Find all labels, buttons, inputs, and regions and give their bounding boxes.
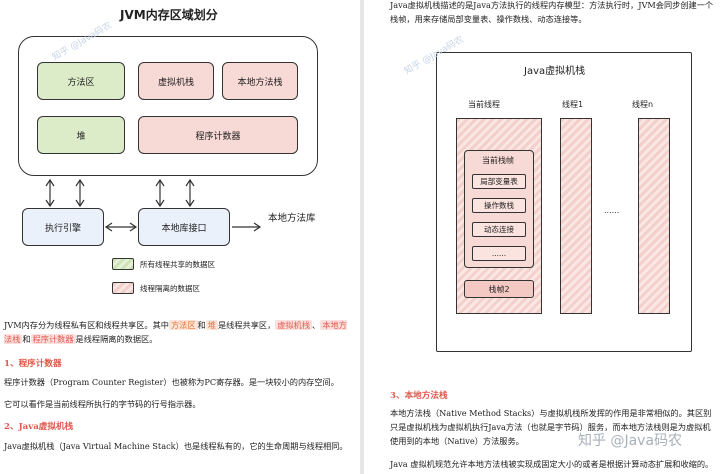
thread1-stack xyxy=(560,118,592,314)
heap-box: 堆 xyxy=(37,116,125,154)
threads-ellipsis: ...... xyxy=(604,206,620,215)
native-interface-box: 本地库接口 xyxy=(138,208,230,246)
section3-para2: Java 虚拟机规范允许本地方法栈被实现成固定大小的或者是根据计算动态扩展和收缩… xyxy=(390,459,714,469)
intro-paragraph: JVM内存分为线程私有区和线程共享区。其中方法区和堆是线程共享区，虚拟机栈、本地… xyxy=(4,320,347,344)
section2-para1: Java虚拟机栈（Java Virtual Machine Stack）也是线程… xyxy=(4,441,348,451)
jvm-diagram-title: JVM内存区域划分 xyxy=(120,8,218,22)
page-gutter xyxy=(360,0,364,474)
current-frame-label: 当前栈帧 xyxy=(482,156,514,165)
highlight-heap: 堆 xyxy=(205,320,218,330)
col-thread1-label: 线程1 xyxy=(562,100,584,109)
vm-stack-intro: Java虚拟机栈描述的是Java方法执行的线程内存模型：方法执行时，JVM会同步… xyxy=(390,0,714,24)
legend-shared-swatch xyxy=(112,258,134,270)
frame2-box: 栈帧2 xyxy=(464,280,534,298)
col-threadn-label: 线程n xyxy=(632,100,654,109)
highlight-method-area: 方法区 xyxy=(168,320,198,330)
legend-shared-label: 所有线程共享的数据区 xyxy=(140,260,215,269)
threadn-stack xyxy=(638,118,670,314)
operand-stack-box: 操作数栈 xyxy=(472,198,526,213)
diagram-arrows xyxy=(45,178,262,232)
native-stack-box: 本地方法栈 xyxy=(222,62,298,100)
native-library-label: 本地方法库 xyxy=(268,213,316,224)
dynamic-link-box: 动态连接 xyxy=(472,222,526,237)
local-vars-box: 局部变量表 xyxy=(472,174,526,189)
section1-para2: 它可以看作是当前线程所执行的字节码的行号指示器。 xyxy=(4,399,201,409)
section1-heading: 1、程序计数器 xyxy=(4,359,62,369)
vm-stack-box: 虚拟机栈 xyxy=(138,62,214,100)
highlight-vm-stack: 虚拟机栈 xyxy=(275,320,313,330)
right-page: Java虚拟机栈描述的是Java方法执行的线程内存模型：方法执行时，JVM会同步… xyxy=(364,0,720,474)
jvm-stack-diagram-title: Java虚拟机栈 xyxy=(524,66,586,77)
highlight-pc: 程序计数器 xyxy=(30,334,76,344)
execution-engine-box: 执行引擎 xyxy=(22,208,104,246)
frame-more-box: ...... xyxy=(472,246,526,261)
site-watermark: 知乎 @Java码农 xyxy=(578,433,683,449)
section3-para1: 本地方法栈（Native Method Stacks）与虚拟机栈所发挥的作用是非… xyxy=(390,408,712,446)
method-area-box: 方法区 xyxy=(37,62,125,100)
legend-private-label: 线程隔离的数据区 xyxy=(140,284,200,293)
pc-box: 程序计数器 xyxy=(138,116,298,154)
left-page: JVM内存区域划分 方法区 虚拟机栈 本地方法栈 堆 程序计数器 执行引擎 本地… xyxy=(4,8,348,451)
section2-heading: 2、Java虚拟机栈 xyxy=(4,422,74,432)
col-current-thread-label: 当前线程 xyxy=(468,100,500,109)
section3-heading: 3、本地方法栈 xyxy=(390,391,448,401)
section1-para1: 程序计数器（Program Counter Register）也被称为PC寄存器… xyxy=(4,377,339,387)
legend-private-swatch xyxy=(112,282,134,294)
